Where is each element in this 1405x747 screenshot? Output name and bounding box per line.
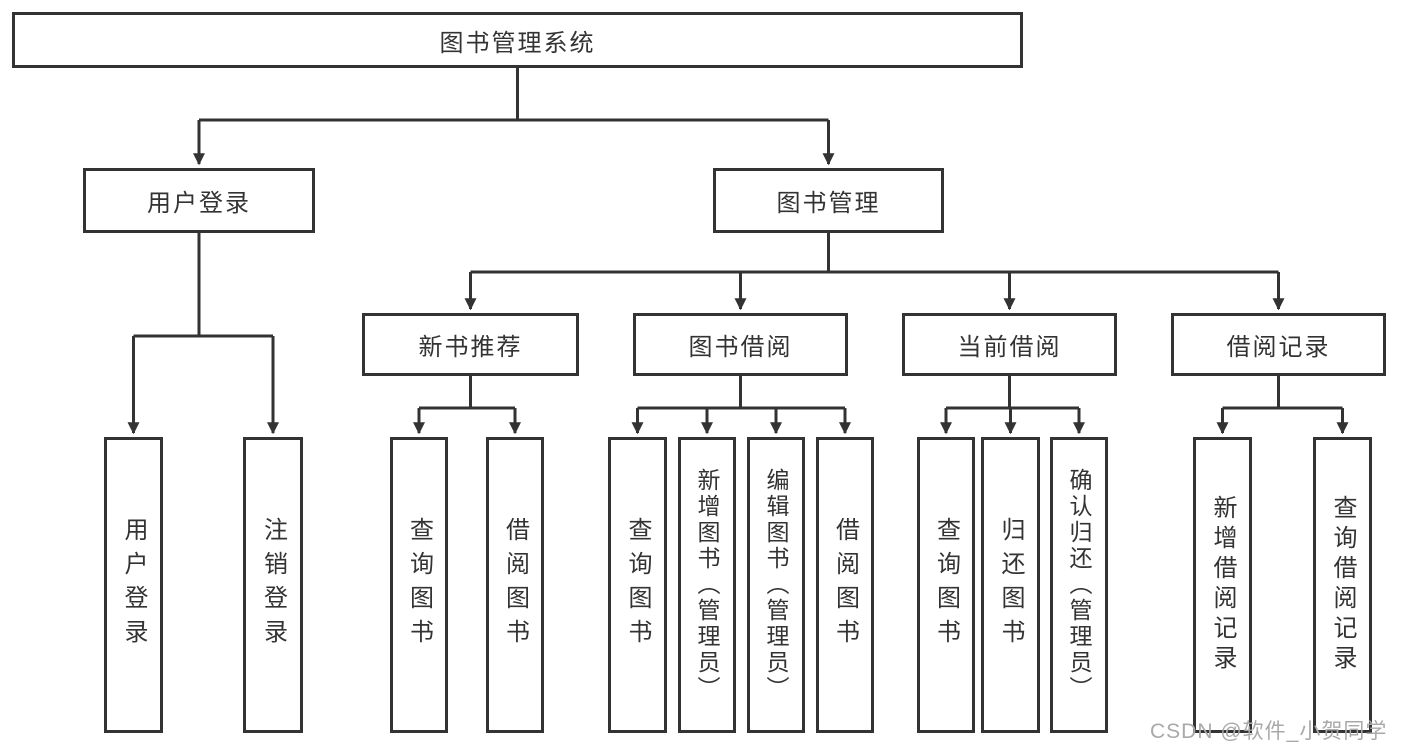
- node-label: 图书管理系统: [439, 29, 596, 57]
- leaf-query-borrow-record: 查询借阅记录: [1313, 437, 1372, 733]
- node-label: 编辑图书（管理员）: [763, 468, 789, 702]
- leaf-return-books: 归还图书: [981, 437, 1040, 733]
- leaf-add-books-admin: 新增图书（管理员）: [678, 437, 736, 733]
- node-label: 新书推荐: [418, 334, 523, 361]
- leaf-edit-books-admin: 编辑图书（管理员）: [747, 437, 805, 733]
- leaf-query-books: 查询图书: [390, 437, 448, 733]
- node-label: 借阅图书: [501, 517, 529, 653]
- node-label: 查询借阅记录: [1329, 495, 1356, 675]
- node-label: 用户登录: [147, 190, 251, 217]
- leaf-add-borrow-record: 新增借阅记录: [1193, 437, 1252, 733]
- node-book-borrow: 图书借阅: [633, 313, 848, 376]
- node-label: 用户登录: [120, 517, 147, 653]
- node-label: 图书借阅: [688, 334, 793, 361]
- leaf-confirm-return-admin: 确认归还（管理员）: [1050, 437, 1108, 733]
- leaf-borrow-books: 借阅图书: [816, 437, 874, 733]
- node-label: 图书管理: [776, 190, 881, 217]
- leaf-query-books: 查询图书: [608, 437, 667, 733]
- node-label: 查询图书: [405, 517, 433, 653]
- node-label: 新增图书（管理员）: [694, 468, 720, 702]
- node-label: 查询图书: [624, 517, 651, 653]
- node-current-borrow: 当前借阅: [902, 313, 1117, 376]
- node-label: 查询图书: [932, 517, 960, 653]
- leaf-logout: 注销登录: [243, 437, 303, 733]
- csdn-watermark: CSDN @软件_小贺同学: [1150, 720, 1388, 743]
- node-library-management-system: 图书管理系统: [12, 12, 1023, 68]
- node-label: 注销登录: [259, 517, 287, 653]
- leaf-user-login: 用户登录: [104, 437, 163, 733]
- node-label: 借阅图书: [831, 517, 859, 653]
- node-label: 借阅记录: [1226, 334, 1331, 361]
- node-label: 确认归还（管理员）: [1066, 468, 1092, 702]
- node-borrow-records: 借阅记录: [1171, 313, 1386, 376]
- node-new-book-recommend: 新书推荐: [362, 313, 579, 376]
- node-label: 归还图书: [997, 517, 1024, 653]
- node-user-login: 用户登录: [83, 168, 315, 233]
- node-label: 当前借阅: [957, 334, 1062, 361]
- node-label: 新增借阅记录: [1209, 495, 1236, 675]
- leaf-borrow-books: 借阅图书: [486, 437, 544, 733]
- leaf-query-books: 查询图书: [917, 437, 975, 733]
- node-book-management: 图书管理: [713, 168, 944, 233]
